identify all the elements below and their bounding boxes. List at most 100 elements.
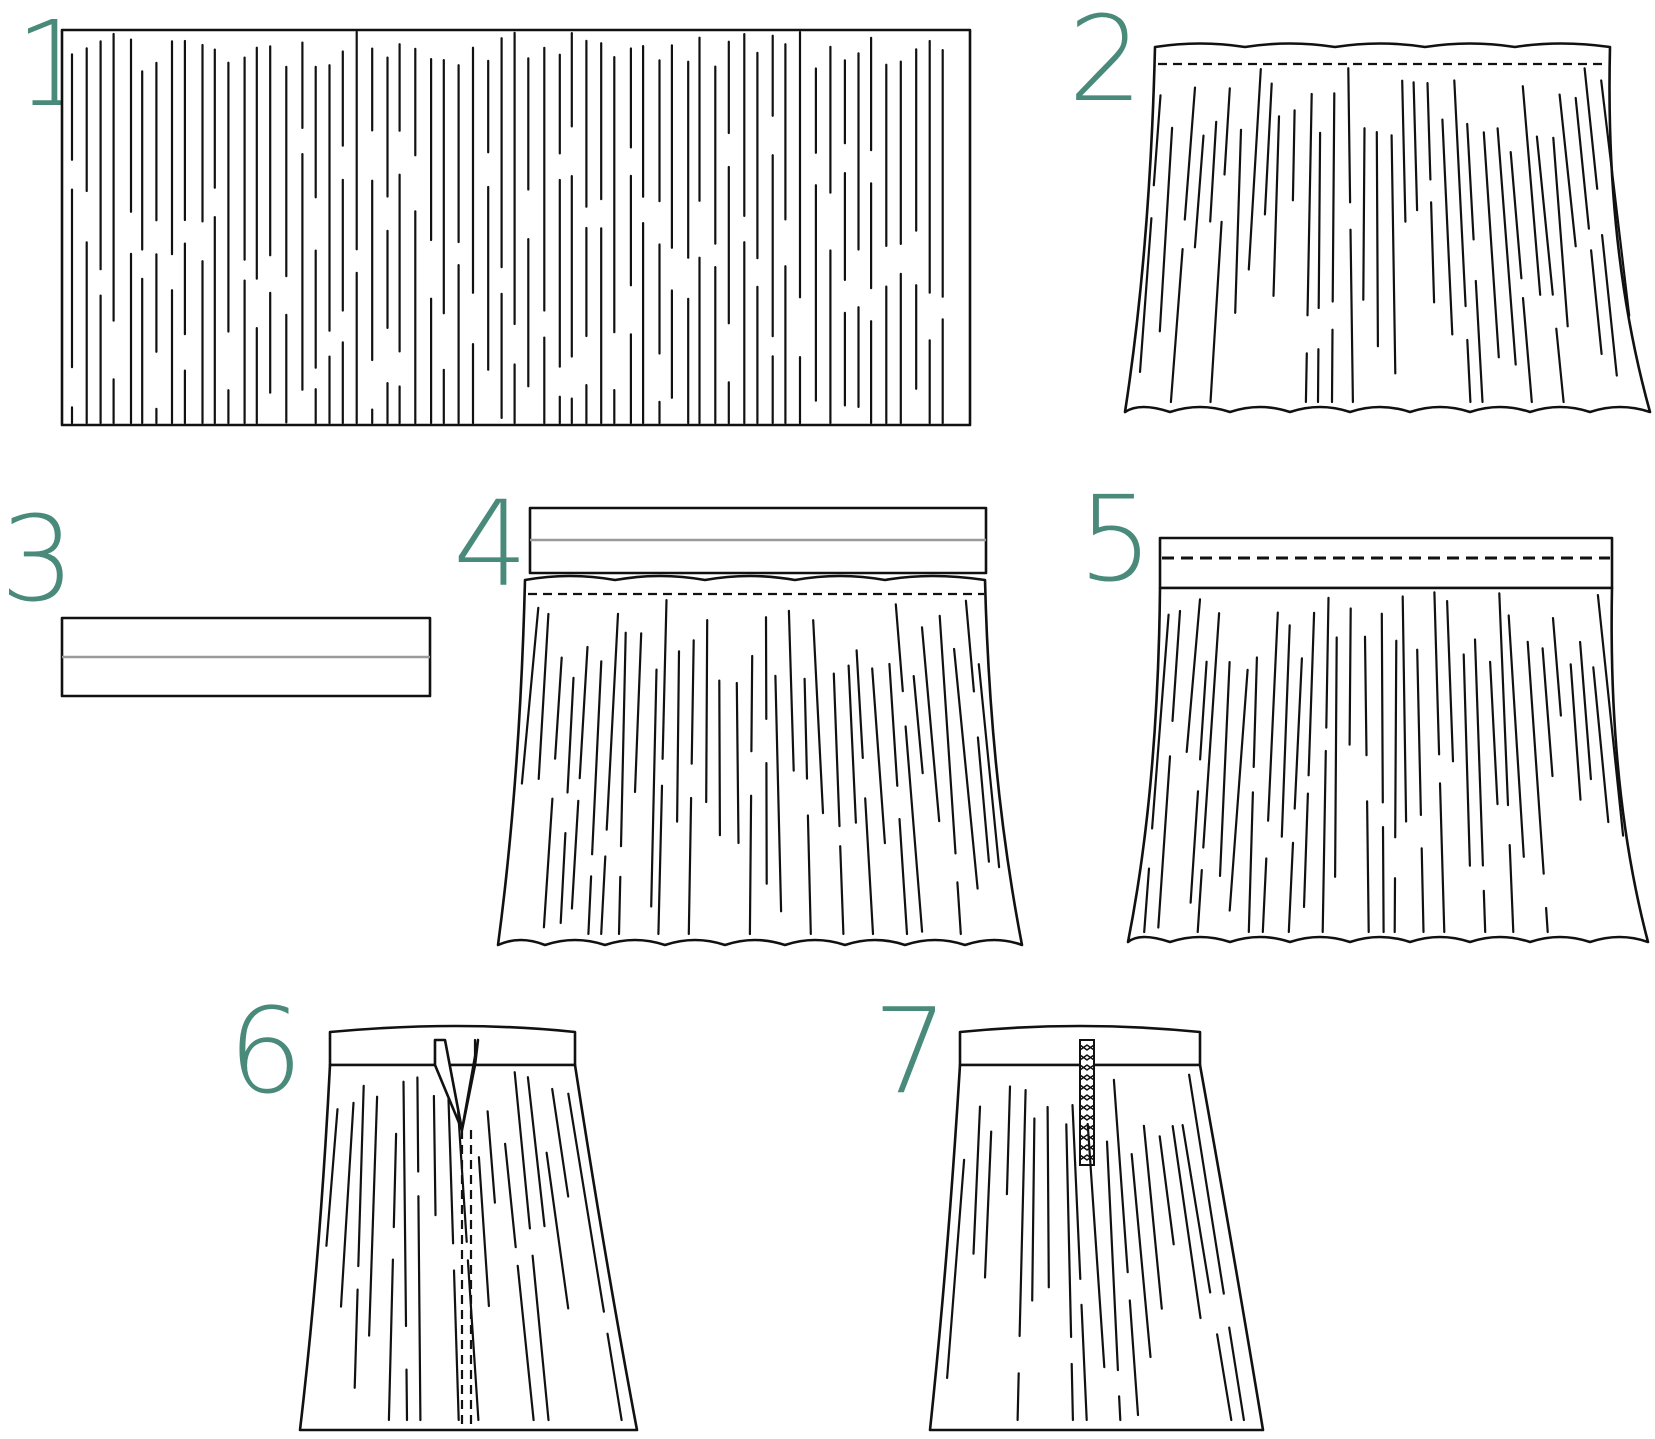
fold-line bbox=[904, 725, 924, 933]
fold-line bbox=[920, 626, 941, 823]
fold-line bbox=[938, 614, 957, 855]
fold-line bbox=[972, 1105, 982, 1255]
fold-line bbox=[1544, 906, 1549, 934]
fold-line bbox=[1521, 297, 1533, 404]
fold-line bbox=[1453, 79, 1467, 308]
fold-line bbox=[1209, 120, 1218, 223]
fold-line bbox=[1416, 648, 1423, 817]
fold-line bbox=[945, 1158, 966, 1380]
fold-line bbox=[735, 681, 740, 845]
fold-line bbox=[590, 660, 603, 856]
fold-line bbox=[1031, 1117, 1036, 1302]
fold-line bbox=[1596, 593, 1625, 837]
zipper-tooth bbox=[1079, 1094, 1095, 1101]
fold-line bbox=[1433, 591, 1441, 756]
zipper-tooth bbox=[1079, 1074, 1095, 1081]
fold-line bbox=[1252, 656, 1259, 769]
fold-line bbox=[1193, 134, 1205, 249]
fold-line bbox=[551, 1087, 570, 1198]
zipper-tooth bbox=[1079, 1144, 1095, 1151]
fold-line bbox=[661, 598, 668, 761]
fold-line bbox=[587, 875, 593, 936]
fold-line bbox=[486, 1110, 496, 1204]
fold-line bbox=[1466, 122, 1475, 241]
fold-line bbox=[1228, 668, 1249, 912]
fold-line bbox=[1266, 611, 1279, 822]
fold-line bbox=[1117, 1395, 1122, 1422]
fold-line bbox=[1589, 249, 1603, 355]
step-7-finished-skirt bbox=[928, 1024, 1265, 1432]
fold-line bbox=[1158, 126, 1174, 333]
zipper-tooth bbox=[1079, 1054, 1095, 1061]
fold-line bbox=[402, 1080, 408, 1328]
fold-line bbox=[1394, 639, 1398, 839]
fold-line bbox=[466, 1259, 480, 1422]
fold-line bbox=[1228, 1326, 1246, 1422]
fold-line bbox=[1569, 663, 1582, 801]
fold-line bbox=[504, 1142, 517, 1249]
fold-line bbox=[531, 1254, 550, 1422]
fold-line bbox=[537, 612, 550, 781]
fold-line bbox=[847, 664, 858, 824]
zipper-tooth bbox=[1079, 1154, 1095, 1161]
fold-line bbox=[1223, 87, 1231, 176]
fold-line bbox=[983, 1130, 993, 1279]
step-number-2: 2 bbox=[1068, 0, 1143, 128]
fold-line bbox=[1005, 1085, 1012, 1196]
fold-line bbox=[1198, 660, 1208, 761]
fold-line bbox=[526, 1076, 546, 1228]
fold-line bbox=[912, 674, 924, 775]
fold-line bbox=[1583, 67, 1599, 190]
fold-line bbox=[432, 1094, 437, 1217]
fold-line bbox=[806, 814, 812, 936]
fold-line bbox=[1016, 1372, 1020, 1422]
fold-line bbox=[1600, 234, 1618, 377]
fold-line bbox=[1552, 136, 1569, 328]
fold-line bbox=[1325, 596, 1330, 729]
fold-line bbox=[570, 799, 580, 910]
fold-line bbox=[964, 599, 976, 693]
fold-line bbox=[687, 796, 693, 936]
fold-line bbox=[1218, 660, 1231, 878]
fold-line bbox=[1070, 1362, 1075, 1422]
fold-line bbox=[1152, 94, 1162, 187]
fold-line bbox=[894, 603, 904, 693]
fold-line bbox=[1307, 611, 1316, 777]
fold-line bbox=[1498, 592, 1510, 807]
fold-line bbox=[1555, 327, 1565, 404]
fold-line bbox=[1187, 1073, 1225, 1295]
fold-line bbox=[339, 1101, 355, 1308]
fold-line bbox=[513, 1071, 532, 1230]
fold-line bbox=[1482, 131, 1500, 359]
fold-line bbox=[1046, 1105, 1050, 1289]
fold-line bbox=[553, 656, 563, 760]
fold-line bbox=[1333, 636, 1338, 878]
zipper-tooth bbox=[1079, 1114, 1095, 1121]
fold-line bbox=[1462, 653, 1472, 867]
fold-line bbox=[1348, 607, 1352, 746]
fold-line bbox=[1293, 657, 1304, 810]
zipper-tooth bbox=[1079, 1084, 1095, 1091]
fold-line bbox=[1473, 638, 1485, 867]
step-number-5: 5 bbox=[1078, 470, 1153, 608]
fold-line bbox=[1157, 755, 1172, 929]
fold-line bbox=[1086, 1122, 1106, 1369]
fold-line bbox=[1551, 616, 1563, 717]
fold-line bbox=[567, 1092, 606, 1313]
fold-line bbox=[1287, 841, 1295, 934]
fold-line bbox=[1128, 1299, 1140, 1417]
fold-line bbox=[1363, 635, 1368, 757]
fold-line bbox=[600, 855, 607, 936]
fold-line bbox=[1509, 151, 1523, 280]
fold-line bbox=[1142, 1124, 1163, 1310]
step-number-7: 7 bbox=[873, 982, 948, 1120]
fold-line bbox=[1541, 647, 1554, 778]
fold-line bbox=[452, 1269, 460, 1422]
fold-line bbox=[1466, 338, 1472, 404]
fold-line bbox=[1574, 96, 1591, 230]
fold-line bbox=[566, 676, 575, 794]
fold-line bbox=[1412, 81, 1419, 212]
fold-line bbox=[898, 817, 909, 936]
fold-line bbox=[1215, 1333, 1233, 1422]
